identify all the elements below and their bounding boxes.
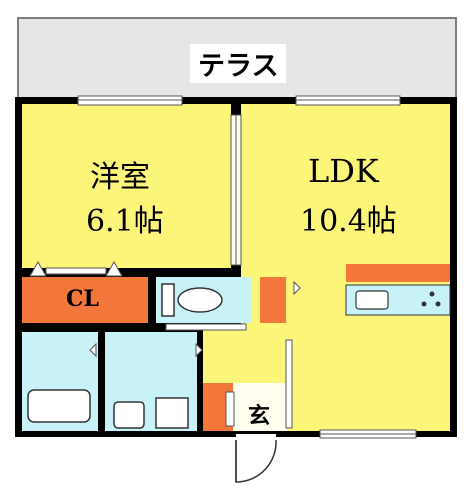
western-room-floor <box>22 104 231 268</box>
washroom-door-marker <box>195 342 203 358</box>
closet-door-marker-2 <box>105 260 123 277</box>
stove-burner-2 <box>421 301 427 307</box>
terrace-label: テラス <box>190 44 287 83</box>
toilet-bowl <box>177 287 223 313</box>
washbasin <box>113 401 145 429</box>
bathtub <box>27 389 91 423</box>
entrance-door-swing <box>235 439 277 483</box>
closet-area <box>22 277 148 323</box>
stove-burner-1 <box>429 291 435 297</box>
toilet-tank <box>161 283 175 317</box>
storage-door-marker <box>293 280 301 296</box>
entrance-door-opening <box>236 434 276 440</box>
ldk-name: LDK <box>308 152 379 190</box>
western-room-size: 6.1帖 <box>86 204 164 239</box>
ldk-size: 10.4帖 <box>300 204 397 239</box>
closet-label: CL <box>66 286 99 312</box>
stove-burner-3 <box>435 301 441 307</box>
entrance-label: 玄 <box>248 403 271 429</box>
shoe-box <box>225 391 235 427</box>
storage-area <box>260 277 286 323</box>
kitchen-counter-top <box>346 264 450 282</box>
closet-door-marker-1 <box>29 260 47 277</box>
western-room-name: 洋室 <box>90 160 150 195</box>
washing-machine-space <box>155 397 189 429</box>
bath-door-marker <box>89 342 97 358</box>
entrance-floor <box>233 383 287 431</box>
kitchen-sink <box>355 290 389 310</box>
